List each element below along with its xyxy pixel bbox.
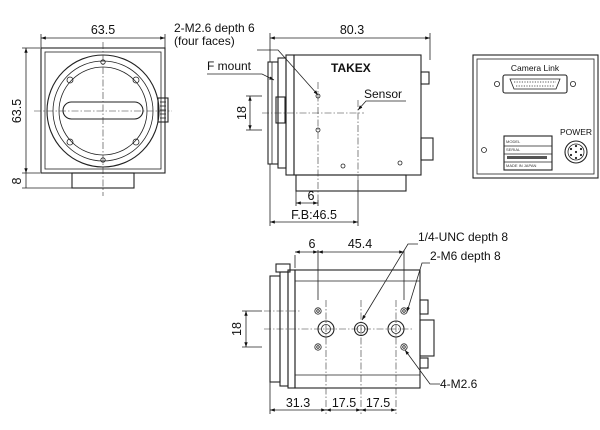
bottom-power-connector: [419, 319, 435, 357]
bottom-height-dimension: 18: [230, 322, 244, 336]
nameplate-line-1: MODEL: [506, 139, 521, 144]
m6-holes-label: 2-M6 depth 8: [430, 249, 501, 263]
camera-link-connector: [493, 74, 577, 94]
tripod-hole-label: 1/4-UNC depth 8: [418, 230, 508, 244]
side-offset-dimension: 6: [308, 189, 315, 203]
bottom-offset-dimension: 6: [309, 237, 316, 251]
tap-holes-label-line2: (four faces): [174, 34, 235, 48]
nameplate-line-4: MADE IN JAPAN: [506, 163, 536, 168]
front-height-dimension: 63.5: [10, 99, 24, 123]
rear-body-outline: [472, 54, 599, 179]
front-width-dimension: 63.5: [91, 23, 115, 37]
nameplate: MODEL SERIAL MADE IN JAPAN: [503, 135, 553, 171]
flange-back-dimension: F.B:46.5: [291, 208, 337, 222]
bottom-hole-span-dimension: 45.4: [348, 237, 372, 251]
mount-lock-lever: [157, 97, 169, 123]
nameplate-line-2: SERIAL: [506, 147, 521, 152]
rear-screw: [481, 147, 487, 153]
nameplate-barcode: [507, 156, 547, 159]
m26-holes: [314, 307, 408, 351]
tap-holes-label-line1: 2-M2.6 depth 6: [174, 21, 255, 35]
front-base-dimension: 8: [10, 177, 24, 184]
bottom-dim-17-5-b: 17.5: [366, 396, 390, 410]
camera-link-label: Camera Link: [511, 63, 560, 73]
m26-holes-label: 4-M2.6: [440, 377, 478, 391]
f-mount-label: F mount: [207, 59, 252, 73]
bottom-dim-31-3: 31.3: [286, 396, 310, 410]
rear-view: Camera Link MODEL SERIAL MADE IN JAPAN P…: [472, 54, 599, 179]
bottom-view: 6 45.4 1/4-UNC depth 8 2-M6 depth 8 4-M2…: [230, 230, 508, 414]
side-power-connector: [420, 137, 434, 161]
brand-logo: TAKEX: [331, 61, 371, 75]
side-length-dimension: 80.3: [340, 23, 364, 37]
side-view: 80.3 2-M2.6 depth 6 (four faces) F mount…: [174, 21, 434, 226]
bottom-dim-17-5-a: 17.5: [332, 396, 356, 410]
power-label: POWER: [560, 127, 592, 137]
power-connector: [564, 140, 588, 164]
side-height-dimension: 18: [235, 106, 249, 120]
front-view: 63.5 63.5 8: [10, 23, 172, 196]
side-lock-lever: [275, 96, 286, 124]
side-base-block: [295, 174, 407, 192]
sensor-label: Sensor: [364, 87, 402, 101]
